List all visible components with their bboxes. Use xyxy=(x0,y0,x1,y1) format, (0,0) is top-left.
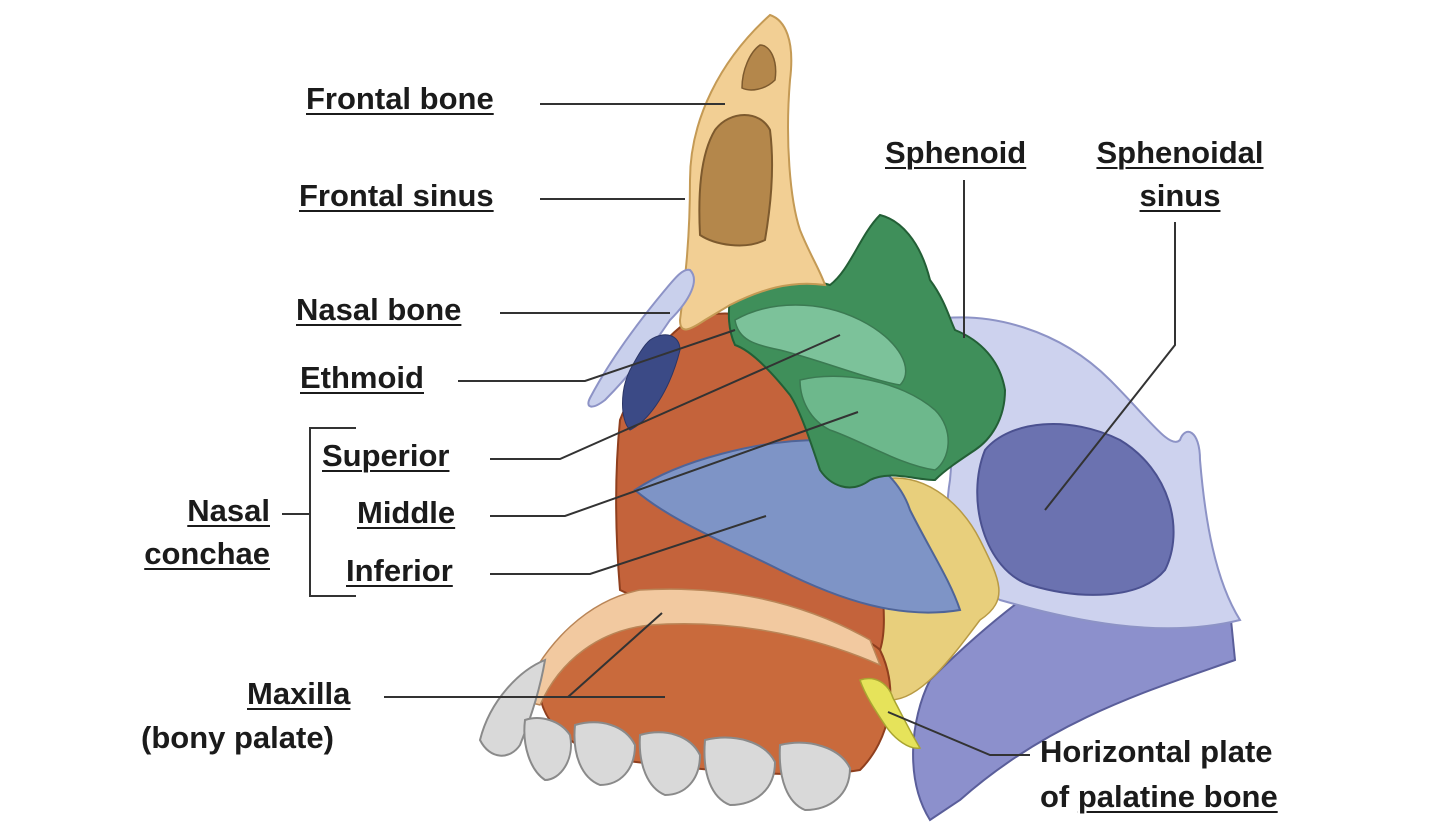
frontal-sinus-upper xyxy=(741,44,777,91)
leader-inferior xyxy=(490,515,767,575)
hard-palate xyxy=(518,588,882,706)
leader-superior xyxy=(490,334,841,460)
label-nasal-conchae-line1: Nasal xyxy=(187,493,270,528)
nasal-cavity-shadow xyxy=(622,334,681,431)
label-horizontal-plate: Horizontal plate xyxy=(1040,734,1273,769)
label-bony-palate: (bony palate) xyxy=(141,720,334,755)
label-nasal-conchae-line2: conchae xyxy=(144,536,270,571)
frontal-sinus xyxy=(698,114,774,247)
nasal-bone xyxy=(587,268,695,408)
teeth xyxy=(478,658,852,812)
label-inferior: Inferior xyxy=(346,553,453,588)
leader-lines xyxy=(282,103,1176,756)
label-sphenoidal-sinus-line1: Sphenoidal xyxy=(1096,135,1264,170)
label-sphenoid: Sphenoid xyxy=(885,135,1027,170)
label-sphenoidal-sinus-line2: sinus xyxy=(1139,178,1221,213)
nasal-conchae-bracket xyxy=(309,427,356,597)
leader-ethmoid xyxy=(458,329,736,382)
leader-middle xyxy=(490,411,859,517)
superior-concha xyxy=(734,304,907,386)
label-nasal-bone: Nasal bone xyxy=(296,292,462,327)
label-frontal-sinus: Frontal sinus xyxy=(299,178,494,213)
label-of: of xyxy=(1040,779,1078,814)
label-frontal-bone: Frontal bone xyxy=(306,81,494,116)
inferior-concha xyxy=(633,438,962,614)
label-middle: Middle xyxy=(357,495,456,530)
leader-sphenoidal-sinus xyxy=(1044,222,1176,511)
middle-concha xyxy=(799,375,949,471)
label-of-palatine-bone: of palatine bone xyxy=(1040,779,1278,814)
label-superior: Superior xyxy=(322,438,450,473)
label-maxilla: Maxilla xyxy=(247,676,351,711)
leader-palatine xyxy=(887,711,1030,756)
sphenoidal-sinus xyxy=(976,423,1175,596)
label-palatine-bone: palatine bone xyxy=(1077,779,1278,814)
leader-maxilla-palate xyxy=(567,612,663,698)
label-ethmoid: Ethmoid xyxy=(300,360,424,395)
